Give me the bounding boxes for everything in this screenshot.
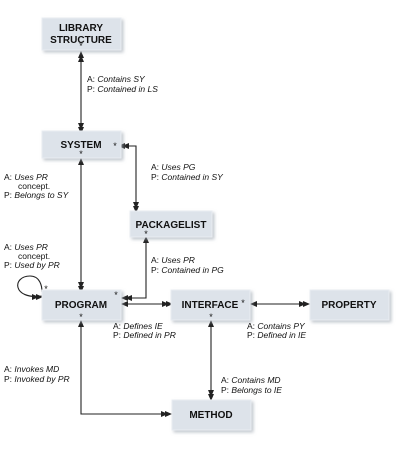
edge-interface-property	[250, 301, 310, 307]
relation-p-text: Used by PR	[14, 260, 59, 270]
multiplicity-star: *	[113, 141, 117, 151]
multiplicity-star: *	[144, 229, 148, 239]
relation-a-text: Invokes MD	[14, 364, 59, 374]
svg-text:A: Defines IE: A: Defines IE	[113, 321, 163, 331]
relation-a-text: Uses PR	[14, 172, 48, 182]
edge-interface-method	[208, 320, 214, 401]
relation-a-prefix: A:	[4, 242, 12, 252]
relation-p-prefix: P:	[247, 330, 255, 340]
relation-p-text: Belongs to SY	[14, 190, 69, 200]
relation-p-prefix: P:	[4, 260, 12, 270]
svg-text:P: Contained in PG: P: Contained in PG	[151, 265, 224, 275]
svg-text:P: Invoked by PR: P: Invoked by PR	[4, 374, 70, 384]
node-interface: INTERFACE * *	[170, 289, 251, 322]
multiplicity-star: *	[79, 312, 83, 322]
svg-text:P: Used by PR: P: Used by PR	[4, 260, 60, 270]
node-interface-label: INTERFACE	[182, 300, 239, 311]
relation-p-text: Contained in PG	[161, 265, 224, 275]
node-library-structure-line1: LIBRARY	[59, 23, 103, 34]
relation-label-interface-method: A: Contains MD P: Belongs to IE	[221, 375, 282, 395]
relation-p-text: Defined in PR	[123, 330, 175, 340]
node-packagelist-label: PACKAGELIST	[136, 220, 207, 231]
multiplicity-star: *	[114, 290, 118, 300]
relation-a-text-cont: concept.	[18, 181, 50, 191]
svg-text:P: Contained in SY: P: Contained in SY	[151, 172, 224, 182]
svg-text:A: Contains SY: A: Contains SY	[87, 74, 146, 84]
svg-text:A: Contains PY: A: Contains PY	[247, 321, 306, 331]
node-method-label: METHOD	[189, 410, 232, 421]
relation-label-program-interface: A: Defines IE P: Defined in PR	[113, 321, 176, 340]
relation-p-text: Belongs to IE	[231, 385, 282, 395]
node-program: PROGRAM * * *	[41, 284, 122, 322]
relation-a-prefix: A:	[247, 321, 255, 331]
relation-a-prefix: A:	[4, 172, 12, 182]
relation-p-prefix: P:	[4, 190, 12, 200]
node-property: PROPERTY	[309, 289, 390, 321]
svg-text:A: Invokes MD: A: Invokes MD	[4, 364, 59, 374]
relation-label-system-program: A: Uses PR concept. P: Belongs to SY	[4, 172, 70, 200]
relation-label-packagelist-program: A: Uses PR P: Contained in PG	[151, 255, 224, 275]
relation-p-prefix: P:	[87, 84, 95, 94]
svg-text:P: Belongs to SY: P: Belongs to SY	[4, 190, 70, 200]
relation-a-prefix: A:	[151, 162, 159, 172]
relation-a-prefix: A:	[4, 364, 12, 374]
node-packagelist: PACKAGELIST *	[129, 210, 213, 239]
relation-label-interface-property: A: Contains PY P: Defined in IE	[247, 321, 306, 340]
relation-a-text-cont: concept.	[18, 251, 50, 261]
relation-a-text: Contains PY	[257, 321, 306, 331]
relation-p-text: Invoked by PR	[14, 374, 69, 384]
relation-p-text: Contained in LS	[97, 84, 158, 94]
node-library-structure: LIBRARY STRUCTURE *	[41, 17, 122, 51]
multiplicity-star: *	[209, 312, 213, 322]
relation-a-prefix: A:	[221, 375, 229, 385]
node-library-structure-line2: STRUCTURE	[50, 35, 112, 46]
svg-text:A: Uses PG: A: Uses PG	[151, 162, 196, 172]
relation-a-prefix: A:	[87, 74, 95, 84]
relation-p-prefix: P:	[113, 330, 121, 340]
relation-a-text: Contains MD	[231, 375, 280, 385]
relation-a-prefix: A:	[151, 255, 159, 265]
relation-label-library-system: A: Contains SY P: Contained in LS	[87, 74, 158, 94]
svg-text:A: Uses PR: A: Uses PR	[151, 255, 195, 265]
relation-p-prefix: P:	[151, 172, 159, 182]
edge-program-interface	[121, 301, 173, 307]
relation-p-text: Contained in SY	[161, 172, 224, 182]
relation-a-text: Uses PR	[161, 255, 195, 265]
multiplicity-star: *	[241, 298, 245, 308]
multiplicity-star: *	[79, 41, 83, 51]
edge-packagelist-program	[121, 236, 149, 301]
relation-p-prefix: P:	[151, 265, 159, 275]
edge-library-system	[78, 51, 84, 134]
relation-label-program-self: A: Uses PR concept. P: Used by PR	[4, 242, 60, 270]
multiplicity-star: *	[44, 284, 48, 294]
svg-text:P: Contained in LS: P: Contained in LS	[87, 84, 158, 94]
relation-a-text: Defines IE	[123, 321, 163, 331]
relation-a-text: Contains SY	[97, 74, 146, 84]
relation-label-program-method: A: Invokes MD P: Invoked by PR	[4, 364, 70, 384]
node-method: METHOD	[171, 399, 252, 431]
relation-p-prefix: P:	[221, 385, 229, 395]
node-system: SYSTEM * *	[41, 130, 122, 159]
svg-text:A: Uses PR: A: Uses PR	[4, 172, 48, 182]
edge-system-program	[78, 158, 84, 293]
edge-program-method	[78, 320, 172, 417]
svg-text:A: Uses PR: A: Uses PR	[4, 242, 48, 252]
svg-text:P: Belongs to IE: P: Belongs to IE	[221, 385, 282, 395]
relation-label-system-packagelist: A: Uses PG P: Contained in SY	[151, 162, 224, 182]
relation-p-text: Defined in IE	[257, 330, 306, 340]
relation-a-text: Uses PG	[161, 162, 195, 172]
multiplicity-star: *	[79, 149, 83, 159]
relation-p-prefix: P:	[4, 374, 12, 384]
svg-text:A: Contains MD: A: Contains MD	[221, 375, 281, 385]
edge-program-self	[17, 275, 43, 300]
svg-text:P: Defined in PR: P: Defined in PR	[113, 330, 176, 340]
node-program-label: PROGRAM	[55, 300, 107, 311]
svg-text:P: Defined in IE: P: Defined in IE	[247, 330, 306, 340]
relation-a-prefix: A:	[113, 321, 121, 331]
node-system-label: SYSTEM	[60, 140, 101, 151]
node-property-label: PROPERTY	[321, 300, 376, 311]
relation-a-text: Uses PR	[14, 242, 48, 252]
